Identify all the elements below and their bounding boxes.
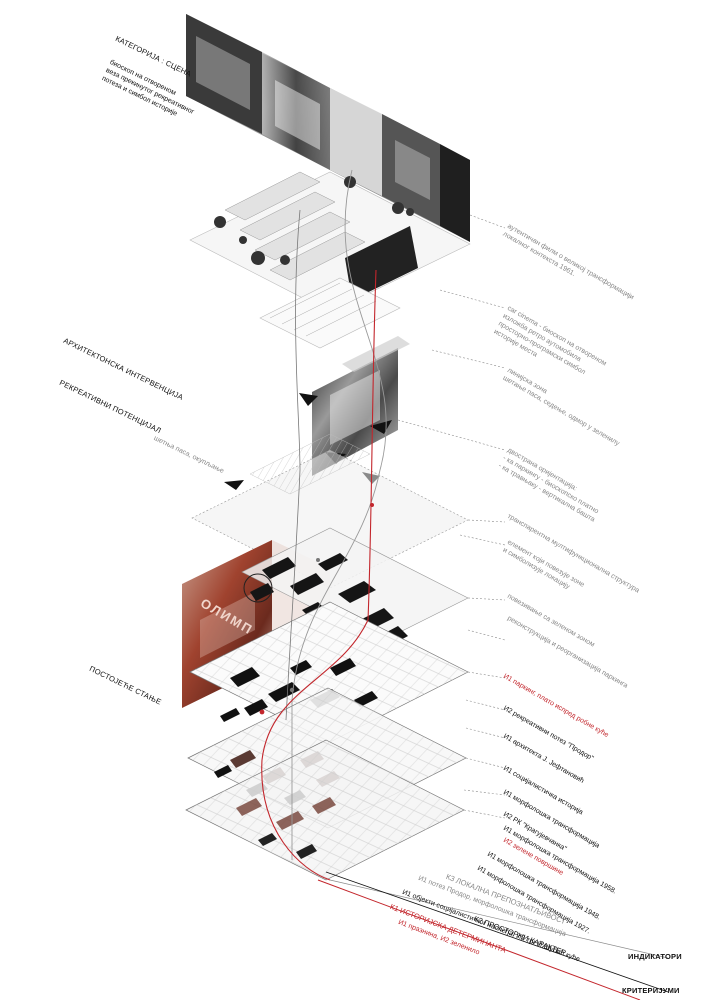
top-plan-layer — [189, 171, 471, 349]
map-layer-3 — [185, 739, 465, 881]
criteria-lines — [317, 871, 669, 1000]
leader-lines — [397, 214, 506, 819]
film-strip — [186, 14, 470, 242]
connector-lines — [259, 169, 387, 881]
indicators-legend: ИНДИКАТОРИ — [628, 952, 682, 961]
criteria-legend: КРИТЕРИЈУМИ — [622, 986, 680, 995]
